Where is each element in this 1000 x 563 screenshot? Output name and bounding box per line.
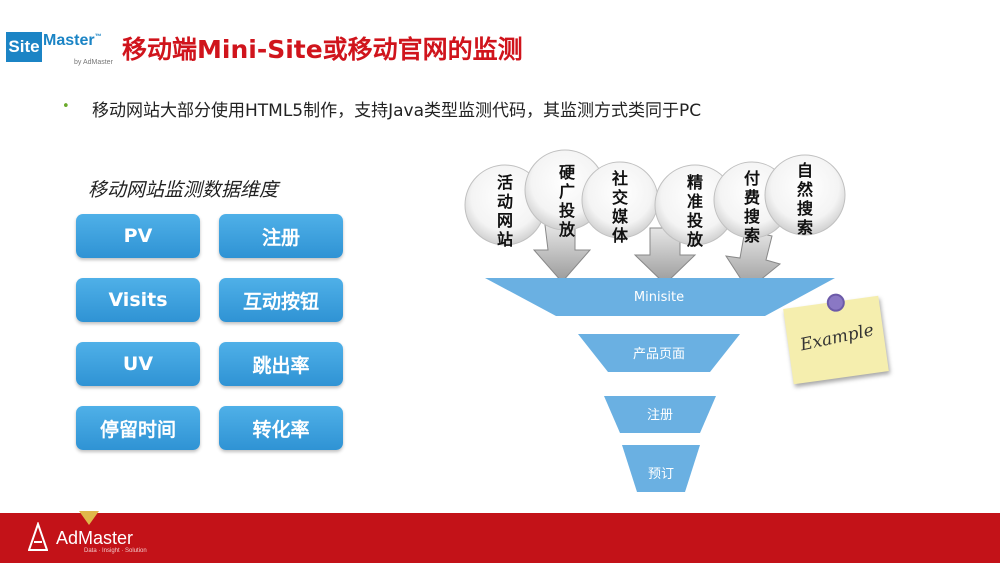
dimension-interactive-button: 互动按钮 (219, 278, 343, 322)
funnel-label-minisite: Minisite (634, 290, 684, 305)
funnel-label-booking: 预订 (648, 467, 674, 482)
bullet-dot: • (62, 99, 70, 114)
bubble-organic-search (764, 154, 846, 236)
dimension-visits: Visits (76, 278, 200, 322)
example-note-text: Example (798, 320, 876, 356)
dimensions-heading: 移动网站监测数据维度 (88, 179, 279, 201)
footer-tagline: Data · Insight · Solution (84, 548, 147, 554)
funnel-stage-minisite (485, 278, 835, 316)
dimension-conversion-rate: 转化率 (219, 406, 343, 450)
source-label-campaign-site: 活动网站 (497, 173, 513, 249)
arrow-down-icon (724, 229, 782, 291)
dimension-bounce-rate: 跳出率 (219, 342, 343, 386)
sitemaster-logo: Site Master™ by AdMaster (6, 27, 113, 71)
dimension-uv: UV (76, 342, 200, 386)
logo-master-text: Master™ (43, 32, 102, 49)
source-label-display-ads: 硬广投放 (558, 163, 576, 239)
funnel-label-register: 注册 (647, 408, 673, 423)
source-label-paid-search: 付费搜索 (744, 169, 761, 245)
source-label-social-media: 社交媒体 (611, 169, 629, 245)
source-label-organic-search: 自然搜索 (797, 161, 814, 237)
source-label-targeted-ads: 精准投放 (686, 173, 704, 249)
dimension-pv: PV (76, 214, 200, 258)
funnel-stage-register (604, 396, 716, 433)
source-bubbles (464, 149, 846, 246)
footer-v-mark-icon (79, 511, 99, 525)
logo-subtitle: by AdMaster (74, 59, 113, 66)
funnel-stage-booking (622, 445, 700, 492)
dimension-dwell-time: 停留时间 (76, 406, 200, 450)
funnel-stage-product-page (578, 334, 740, 372)
admaster-triangle-icon (28, 522, 48, 551)
logo-site-box: Site (6, 32, 42, 62)
dimension-register: 注册 (219, 214, 343, 258)
footer-brand-name: AdMaster (56, 528, 134, 548)
slide-title: 移动端Mini-Site或移动官网的监测 (122, 35, 523, 64)
footer-bar (0, 513, 1000, 563)
bullet-text: 移动网站大部分使用HTML5制作，支持Java类型监测代码，其监测方式类同于PC (92, 101, 702, 121)
funnel-label-product-page: 产品页面 (633, 347, 685, 362)
traffic-funnel-diagram: 活动网站 硬广投放 社交媒体 精准投放 付费搜索 自然搜索 Minisite 产… (464, 149, 846, 492)
example-sticky-note: Example (783, 292, 889, 385)
